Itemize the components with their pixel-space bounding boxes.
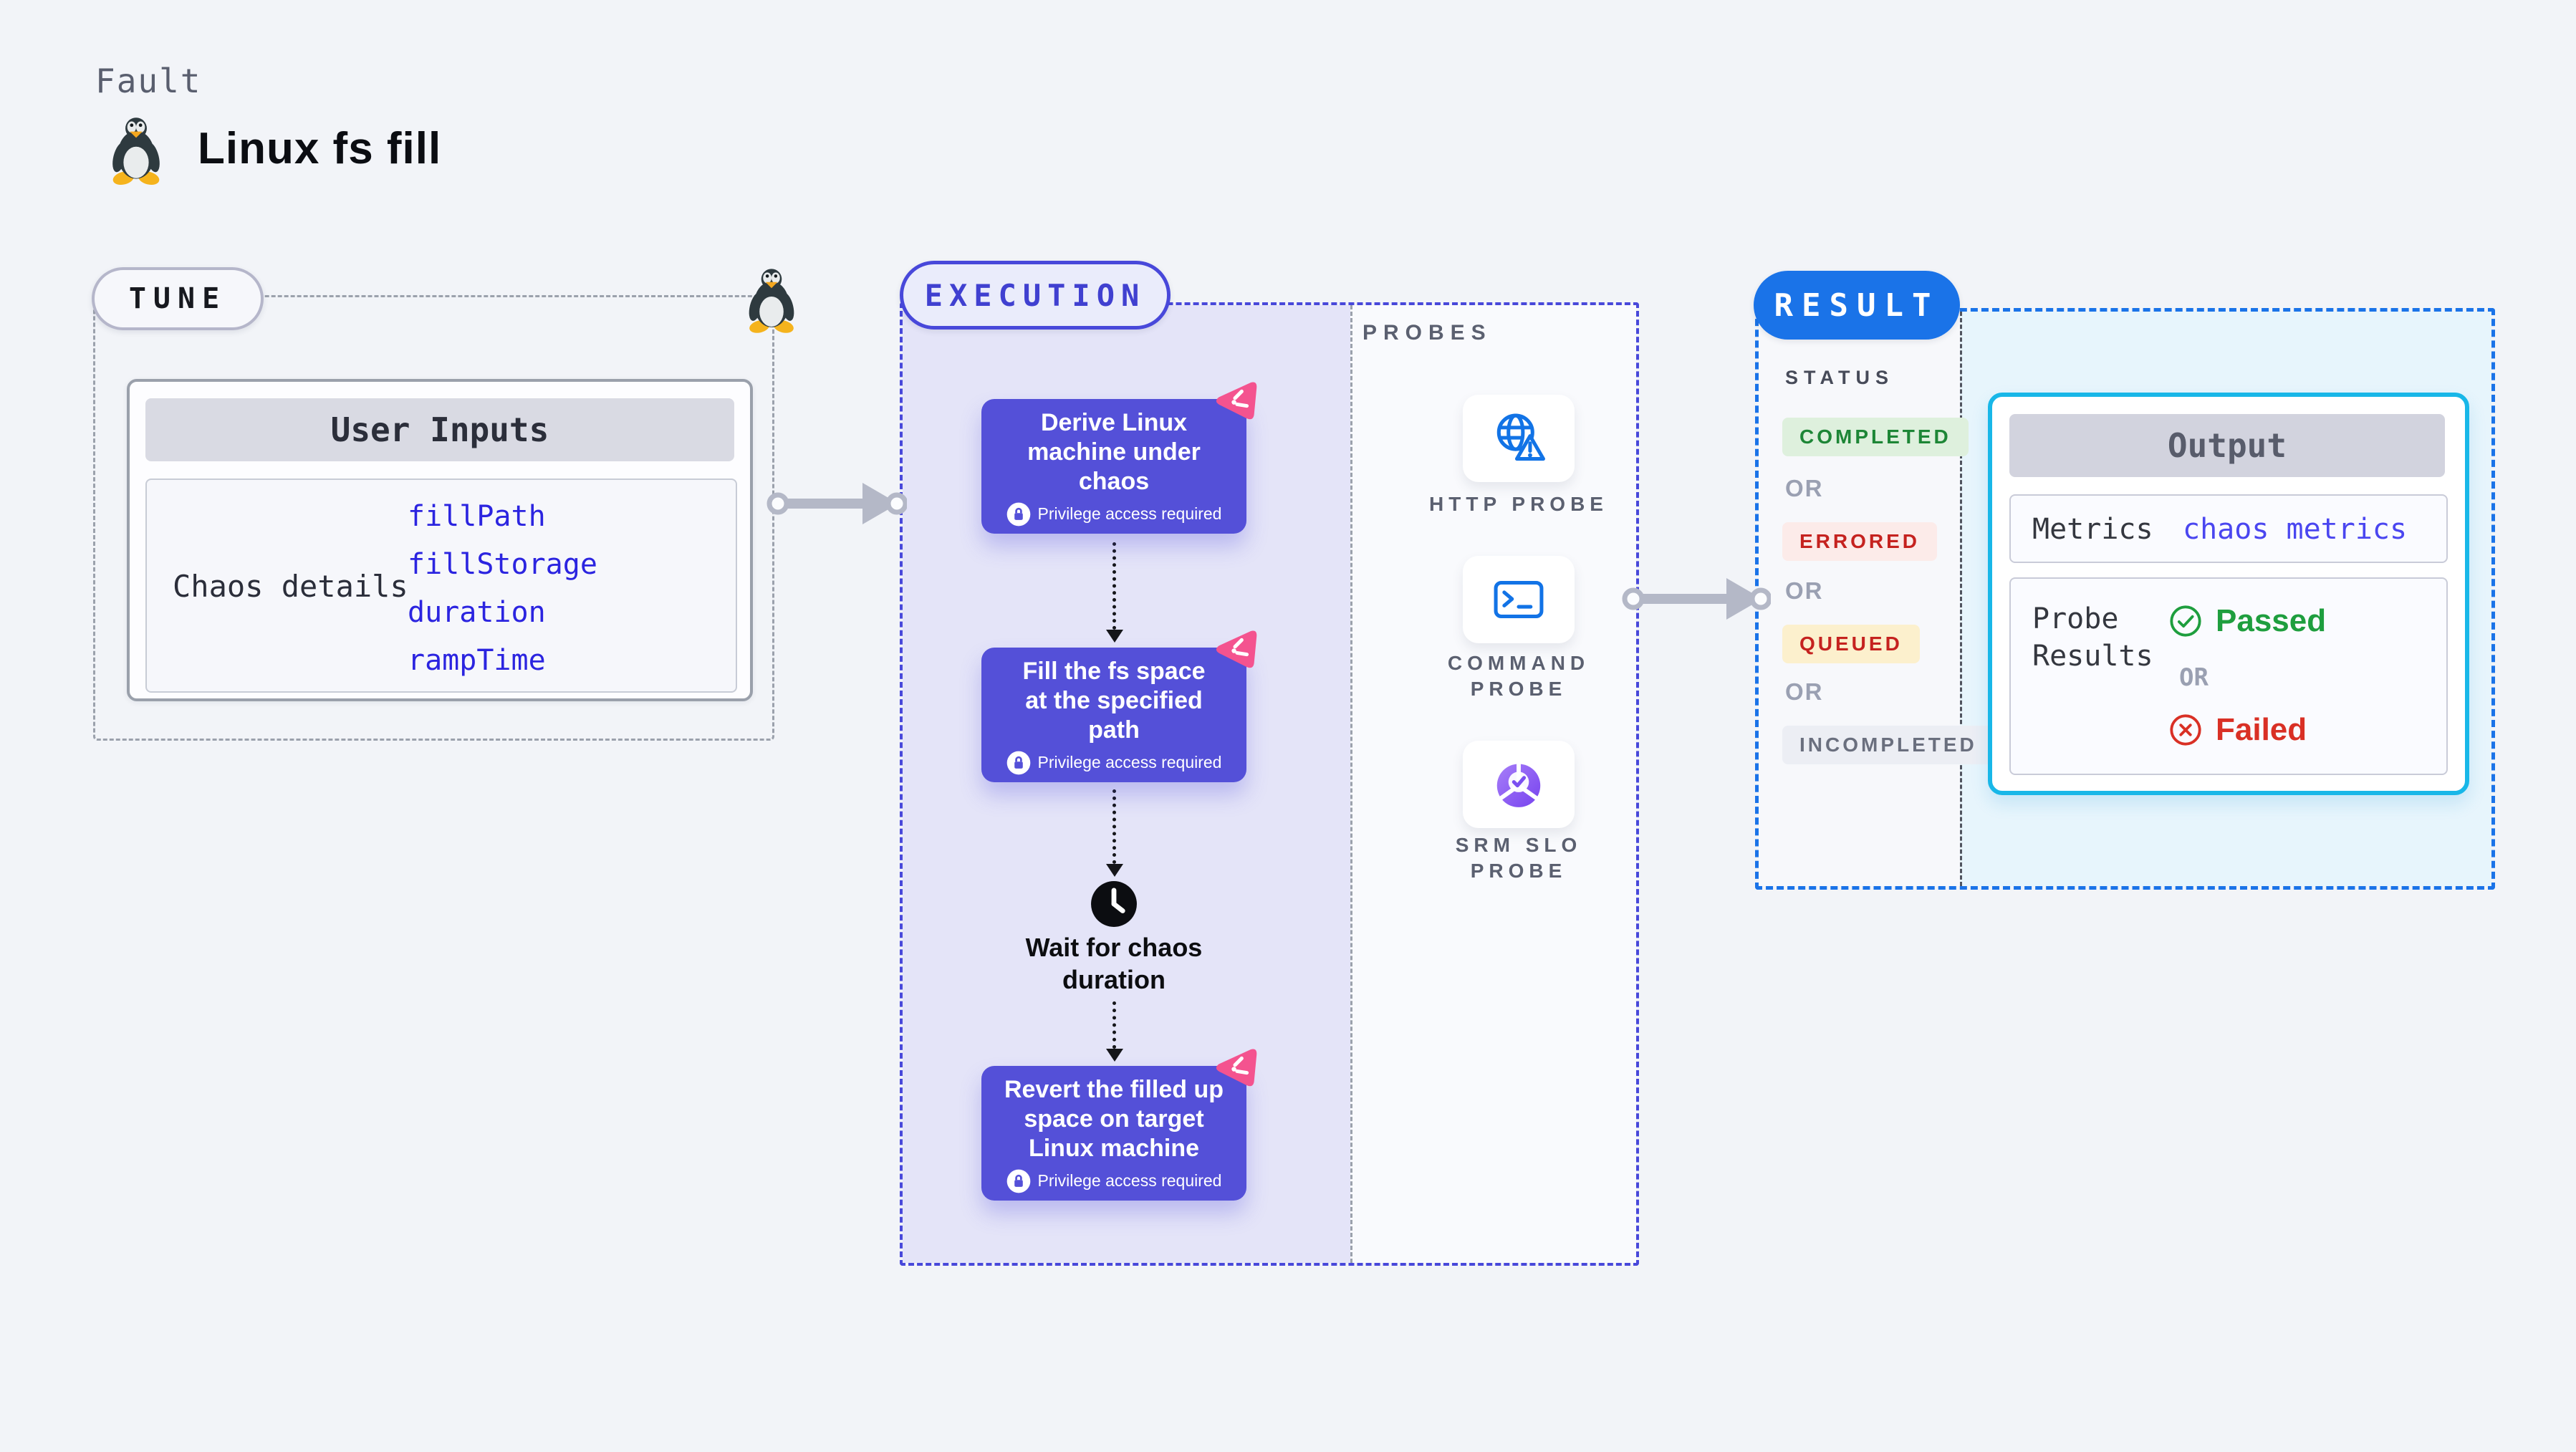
step-card-revert-space: Revert the filled up space on target Lin…: [981, 1066, 1246, 1201]
step-card-fill-fs: Fill the fs space at the specified path …: [981, 648, 1246, 782]
step-title-line: Linux machine: [1028, 1134, 1200, 1162]
status-badge-errored: ERRORED: [1782, 522, 1938, 561]
wait-node-label: Wait for chaos duration: [1025, 933, 1203, 994]
chaos-metrics-link[interactable]: chaos metrics: [2183, 513, 2408, 546]
flow-connector: [1112, 789, 1116, 864]
status-badge-completed: COMPLETED: [1782, 418, 1969, 456]
failed-label: Failed: [2216, 712, 2307, 747]
metrics-label: Metrics: [2032, 513, 2153, 546]
check-circle-icon: [2168, 604, 2203, 638]
execution-probes-divider: [1350, 305, 1352, 1263]
step-title-line: Fill the fs space: [1022, 657, 1206, 685]
x-circle-icon: [2168, 713, 2203, 747]
execution-section-pill: EXECUTION: [900, 261, 1171, 330]
probe-results-label: Probe Results: [2032, 602, 2153, 673]
status-badge-queued: QUEUED: [1782, 625, 1920, 663]
chaos-badge-icon: [1209, 626, 1261, 678]
lock-icon: [1006, 502, 1031, 527]
step-title-line: at the specified: [1025, 686, 1203, 714]
tune-section-pill: TUNE: [92, 267, 264, 330]
input-link-fillstorage[interactable]: fillStorage: [408, 548, 597, 581]
command-probe-label: COMMAND PROBE: [1447, 652, 1590, 700]
step-title-line: machine under: [1027, 438, 1201, 466]
metrics-row: Metrics chaos metrics: [2009, 494, 2448, 563]
probes-heading: PROBES: [1363, 321, 1492, 345]
status-lane: [1759, 312, 1960, 886]
globe-warning-icon: [1489, 408, 1549, 468]
input-link-fillpath[interactable]: fillPath: [408, 500, 546, 533]
status-output-divider: [1960, 312, 1962, 886]
input-link-duration[interactable]: duration: [408, 596, 546, 629]
input-link-ramptime[interactable]: rampTime: [408, 644, 546, 677]
user-inputs-card: User Inputs Chaos details fillPath fillS…: [127, 379, 753, 701]
tux-penguin-icon-small: [741, 266, 802, 334]
fault-kicker: Fault: [95, 62, 202, 100]
privilege-note: Privilege access required: [1037, 753, 1222, 771]
or-separator: OR: [1785, 475, 1824, 501]
step-card-derive-machine: Derive Linux machine under chaos Privile…: [981, 399, 1246, 534]
result-section-pill: RESULT: [1754, 271, 1960, 340]
passed-label: Passed: [2216, 603, 2327, 638]
probe-results-row: Probe Results Passed OR Failed: [2009, 577, 2448, 775]
srm-slo-pie-icon: [1489, 754, 1549, 814]
output-card: Output Metrics chaos metrics Probe Resul…: [1988, 393, 2469, 795]
or-separator: OR: [2179, 663, 2209, 692]
http-probe-card: [1463, 395, 1575, 482]
flow-connector: [1112, 1001, 1116, 1049]
flow-arrowhead-icon: [1106, 864, 1123, 877]
probe-result-passed: Passed: [2168, 603, 2326, 639]
tunable-inputs-list: fillPath fillStorage duration rampTime: [408, 493, 597, 685]
chaos-badge-icon: [1209, 378, 1261, 429]
output-title: Output: [2009, 414, 2445, 477]
flow-connector: [1112, 542, 1116, 630]
tux-penguin-icon: [105, 115, 168, 186]
tune-section-box: [93, 295, 774, 741]
flow-arrowhead-icon: [1106, 1049, 1123, 1062]
page-title: Linux fs fill: [198, 124, 442, 173]
tune-to-execution-arrow: [766, 483, 907, 524]
execution-to-result-arrow: [1622, 578, 1771, 620]
status-badge-incompleted: INCOMPLETED: [1782, 726, 1994, 764]
status-heading: STATUS: [1785, 367, 1894, 388]
privilege-note: Privilege access required: [1037, 504, 1222, 523]
chaos-details-label: Chaos details: [173, 569, 408, 604]
or-separator: OR: [1785, 577, 1824, 604]
step-title-line: chaos: [1078, 467, 1150, 495]
or-separator: OR: [1785, 678, 1824, 705]
http-probe-label: HTTP PROBE: [1429, 493, 1608, 515]
command-probe-card: [1463, 556, 1575, 643]
clock-icon: [1090, 880, 1138, 928]
chaos-badge-icon: [1209, 1044, 1261, 1096]
terminal-icon: [1489, 569, 1549, 630]
srm-slo-probe-card: [1463, 741, 1575, 828]
lock-icon: [1006, 1169, 1031, 1193]
flow-arrowhead-icon: [1106, 630, 1123, 643]
step-title-line: Derive Linux: [1040, 408, 1188, 436]
step-title-line: Revert the filled up: [1004, 1075, 1224, 1103]
probe-result-failed: Failed: [2168, 712, 2307, 748]
step-title-line: path: [1088, 716, 1140, 744]
lock-icon: [1006, 751, 1031, 775]
srm-slo-probe-label: SRM SLO PROBE: [1455, 834, 1582, 882]
privilege-note: Privilege access required: [1037, 1171, 1222, 1190]
chaos-details-panel: Chaos details fillPath fillStorage durat…: [145, 479, 737, 693]
user-inputs-title: User Inputs: [145, 398, 734, 461]
step-title-line: space on target: [1024, 1105, 1204, 1133]
